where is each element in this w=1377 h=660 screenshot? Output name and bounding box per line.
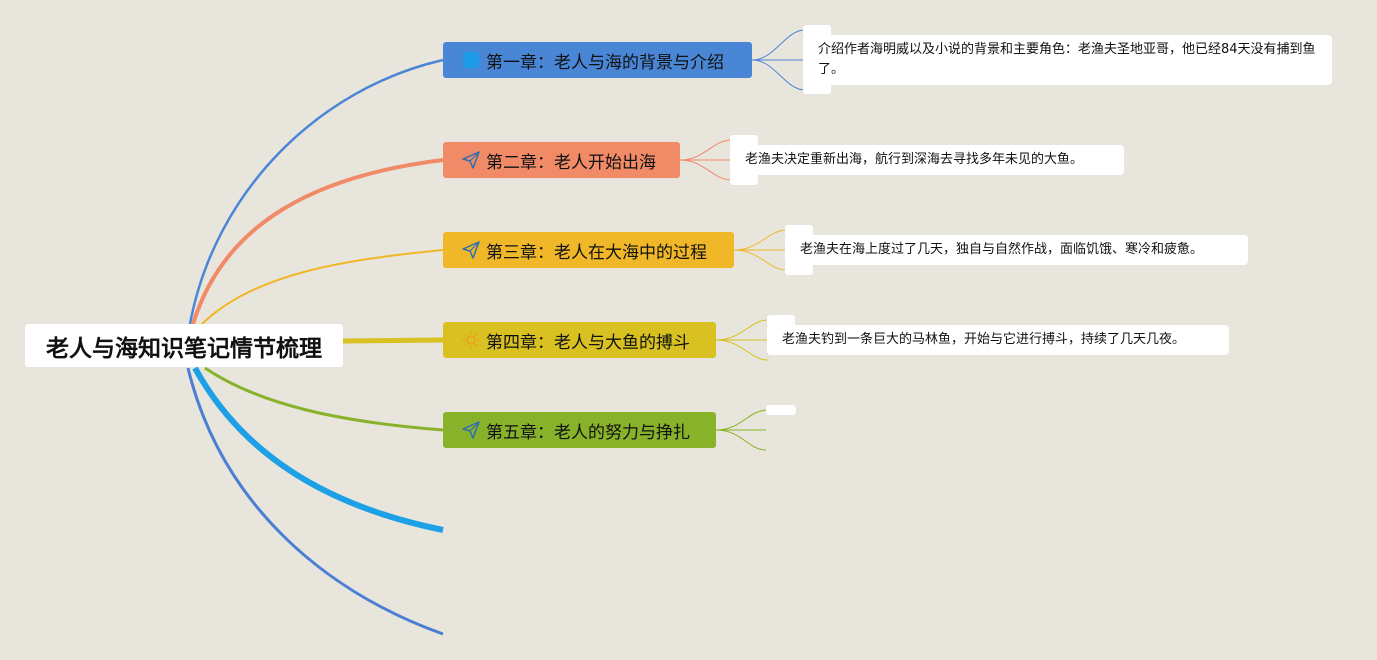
branch-line-extra-1 [192,366,444,533]
root-topic-label: 老人与海知识笔记情节梳理 [46,335,322,362]
topic-chapter-5[interactable]: 第五章：老人的努力与挣扎 [443,412,716,448]
note-tab [730,173,758,185]
topic-chapter-3[interactable]: 第三章：老人在大海中的过程 [443,232,734,268]
topic-chapter-2-label: 第二章：老人开始出海 [486,152,656,173]
blue-square-icon [461,50,481,70]
note-chapter-3-text: 老渔夫在海上度过了几天，独自与自然作战，面临饥饿、寒冷和疲惫。 [800,242,1204,257]
branch-line-chapter-3 [199,249,444,327]
branch-line-chapter-2 [191,158,444,325]
sun-icon [461,330,481,350]
topic-chapter-3-label: 第三章：老人在大海中的过程 [486,242,707,263]
note-chapter-1-text: 介绍作者海明威以及小说的背景和主要角色：老渔夫圣地亚哥，他已经84天没有捕到鱼了… [818,42,1316,77]
root-topic[interactable]: 老人与海知识笔记情节梳理 [25,324,343,367]
note-tab [803,25,831,37]
paper-plane-icon [461,420,481,440]
note-chapter-1[interactable]: 介绍作者海明威以及小说的背景和主要角色：老渔夫圣地亚哥，他已经84天没有捕到鱼了… [803,35,1332,85]
paper-plane-icon [461,240,481,260]
note-tab [767,315,795,327]
topic-chapter-1[interactable]: 第一章：老人与海的背景与介绍 [443,42,752,78]
note-tab [785,225,813,237]
topic-chapter-4[interactable]: 第四章：老人与大鱼的搏斗 [443,322,716,358]
topic-chapter-1-label: 第一章：老人与海的背景与介绍 [486,52,724,73]
note-tab [803,82,831,94]
paper-plane-icon [461,150,481,170]
note-chapter-2-text: 老渔夫决定重新出海，航行到深海去寻找多年未见的大鱼。 [745,152,1084,167]
note-chapter-4[interactable]: 老渔夫钓到一条巨大的马林鱼，开始与它进行搏斗，持续了几天几夜。 [767,325,1229,355]
note-tab [785,263,813,275]
note-tab [766,405,796,415]
branch-line-chapter-1 [188,58,444,325]
topic-chapter-4-label: 第四章：老人与大鱼的搏斗 [486,332,690,353]
note-chapter-3[interactable]: 老渔夫在海上度过了几天，独自与自然作战，面临饥饿、寒冷和疲惫。 [785,235,1248,265]
branch-line-extra-2 [186,367,444,636]
topic-chapter-5-label: 第五章：老人的努力与挣扎 [486,422,690,443]
note-chapter-2[interactable]: 老渔夫决定重新出海，航行到深海去寻找多年未见的大鱼。 [730,145,1124,175]
note-chapter-4-text: 老渔夫钓到一条巨大的马林鱼，开始与它进行搏斗，持续了几天几夜。 [782,332,1186,347]
topic-chapter-2[interactable]: 第二章：老人开始出海 [443,142,680,178]
note-tab [730,135,758,147]
branch-line-chapter-4 [342,337,444,344]
branch-line-chapter-5 [204,366,444,432]
